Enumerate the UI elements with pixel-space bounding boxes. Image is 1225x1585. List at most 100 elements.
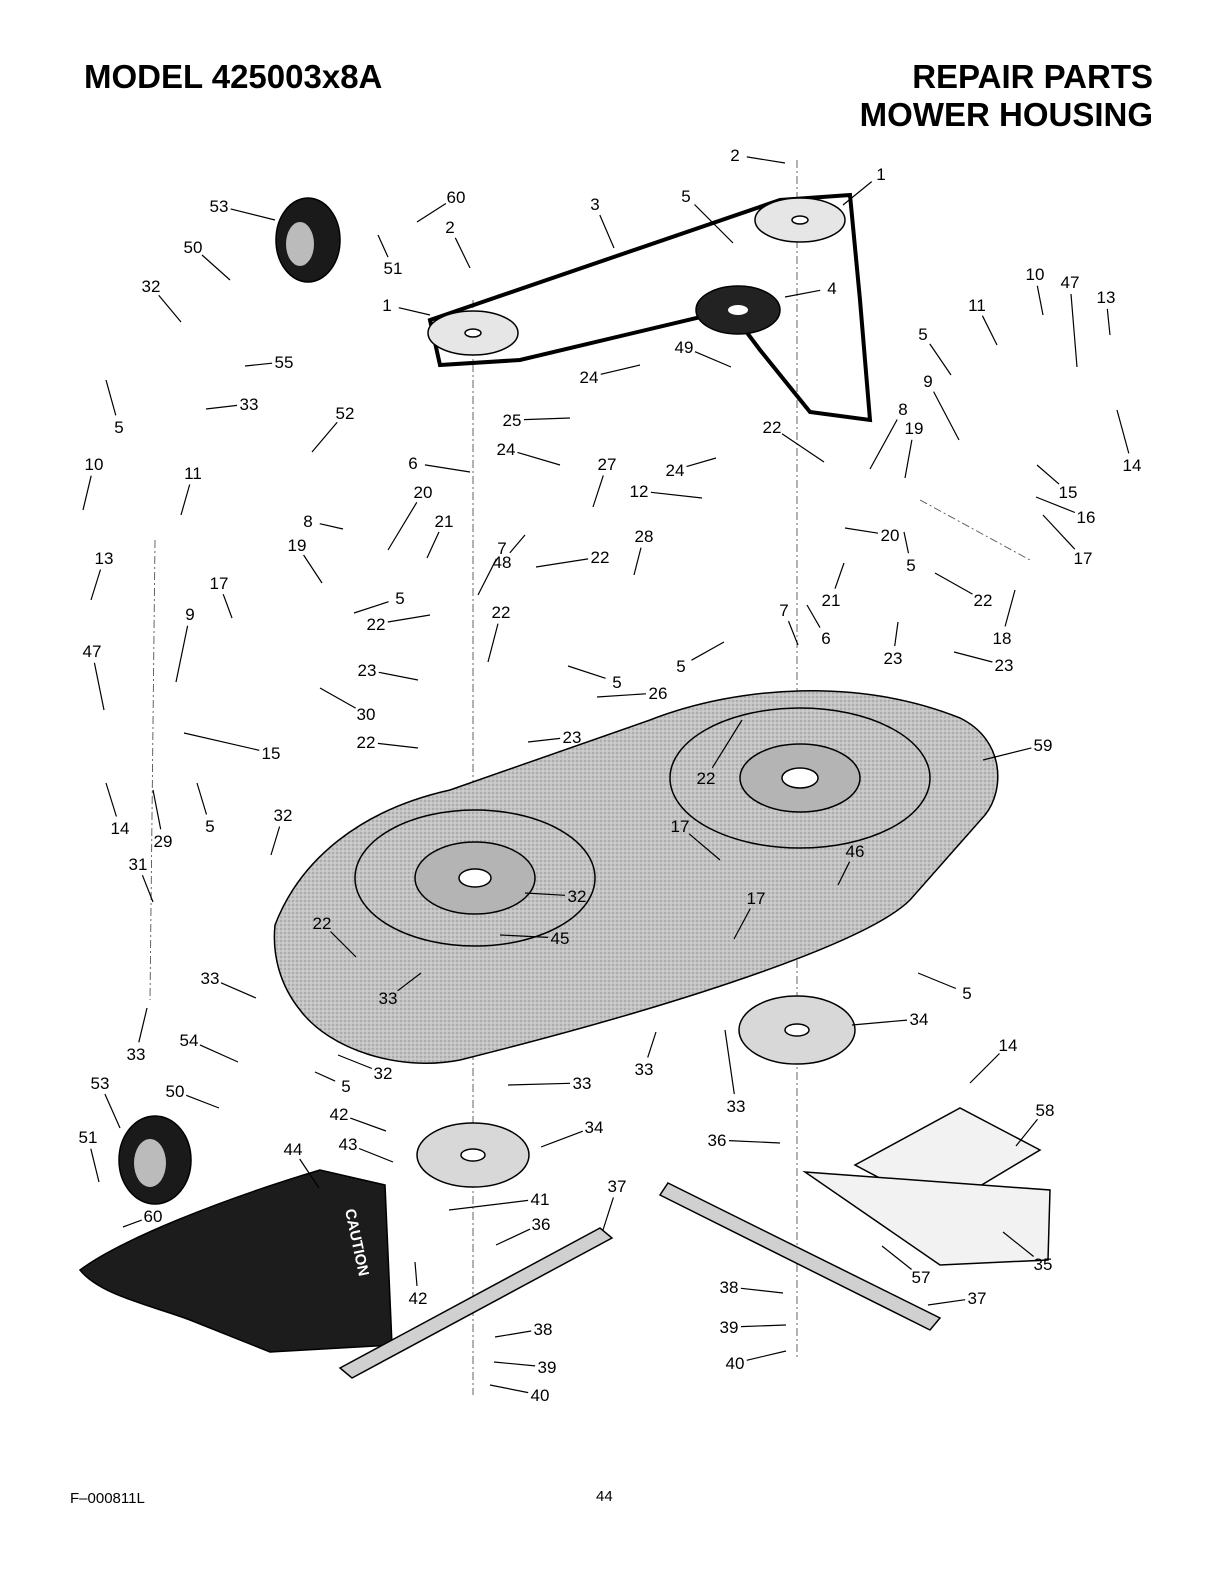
leader-line-53	[230, 208, 276, 221]
callout-5: 5	[395, 589, 404, 608]
callout-1: 1	[876, 165, 885, 184]
callout-20: 20	[414, 483, 433, 502]
leader-line-39	[493, 1361, 536, 1367]
callout-22: 22	[697, 769, 716, 788]
leader-line-37	[602, 1197, 614, 1231]
callout-9: 9	[185, 605, 194, 624]
callout-1: 1	[382, 296, 391, 315]
leader-line-49	[694, 351, 732, 368]
leader-line-39	[740, 1324, 787, 1328]
leader-line-57	[881, 1245, 912, 1270]
callout-50: 50	[166, 1082, 185, 1101]
leader-line-16	[1035, 496, 1076, 514]
leader-line-30	[319, 687, 356, 709]
leader-line-6	[424, 464, 471, 473]
leader-line-7	[477, 558, 498, 596]
leader-line-22	[711, 719, 743, 769]
gauge-wheel-bottom	[118, 1115, 192, 1205]
callout-40: 40	[726, 1354, 745, 1373]
callout-4: 4	[827, 279, 836, 298]
leader-line-26	[596, 693, 647, 698]
callout-10: 10	[85, 455, 104, 474]
callout-24: 24	[666, 461, 685, 480]
callout-32: 32	[274, 806, 293, 825]
callout-17: 17	[210, 574, 229, 593]
callout-33: 33	[727, 1097, 746, 1116]
leader-line-5	[567, 665, 606, 679]
leader-line-36	[728, 1140, 781, 1144]
leader-line-10	[1036, 285, 1044, 316]
callout-11: 11	[184, 464, 202, 483]
callout-39: 39	[720, 1318, 739, 1337]
leader-line-32	[524, 892, 566, 896]
leader-line-33	[647, 1031, 657, 1058]
leader-line-5	[691, 641, 725, 661]
callout-24: 24	[580, 368, 599, 387]
callout-40: 40	[531, 1386, 550, 1405]
leader-line-11	[180, 484, 191, 516]
callout-46: 46	[846, 842, 865, 861]
gauge-wheel-top	[275, 197, 341, 283]
drive-belt-assembly	[427, 192, 873, 423]
leader-line-36	[495, 1228, 531, 1246]
callout-6: 6	[408, 454, 417, 473]
leader-line-14	[969, 1053, 1000, 1084]
callout-21: 21	[822, 591, 841, 610]
callout-23: 23	[995, 656, 1014, 675]
callout-42: 42	[330, 1105, 349, 1124]
leader-line-58	[1015, 1118, 1038, 1147]
callout-18: 18	[993, 629, 1012, 648]
callout-58: 58	[1036, 1101, 1055, 1120]
section-title-repair-parts: REPAIR PARTS	[912, 58, 1153, 95]
leader-line-19	[303, 554, 323, 584]
blade-left	[338, 1227, 614, 1379]
leader-line-47	[1070, 293, 1078, 368]
callout-16: 16	[1077, 508, 1096, 527]
leader-line-59	[982, 747, 1032, 761]
callout-7: 7	[779, 601, 788, 620]
callout-33: 33	[573, 1074, 592, 1093]
leader-line-40	[489, 1384, 529, 1394]
callout-44: 44	[284, 1140, 303, 1159]
page-number: 44	[596, 1488, 613, 1505]
leader-line-38	[740, 1287, 784, 1294]
callout-23: 23	[358, 661, 377, 680]
leader-line-5	[903, 531, 910, 554]
callout-21: 21	[435, 512, 454, 531]
leader-line-24	[600, 364, 641, 375]
leader-line-38	[494, 1330, 532, 1338]
callout-51: 51	[384, 259, 403, 278]
callout-30: 30	[357, 705, 376, 724]
callout-39: 39	[538, 1358, 557, 1377]
callout-26: 26	[649, 684, 668, 703]
leader-line-51	[377, 234, 389, 258]
callout-22: 22	[591, 548, 610, 567]
callout-5: 5	[681, 187, 690, 206]
callout-23: 23	[563, 728, 582, 747]
callout-19: 19	[905, 419, 924, 438]
callout-57: 57	[912, 1268, 931, 1287]
callout-27: 27	[598, 455, 617, 474]
callout-38: 38	[534, 1320, 553, 1339]
callout-17: 17	[1074, 549, 1093, 568]
leader-line-1	[842, 181, 873, 206]
callout-59: 59	[1034, 736, 1053, 755]
callout-22: 22	[974, 591, 993, 610]
leader-line-17	[1042, 514, 1076, 550]
callout-32: 32	[374, 1064, 393, 1083]
callout-14: 14	[999, 1036, 1018, 1055]
leader-line-45	[499, 934, 549, 938]
leader-line-54	[199, 1044, 239, 1063]
leader-line-34	[540, 1130, 584, 1148]
leader-line-40	[746, 1350, 787, 1361]
leader-line-22	[487, 623, 499, 663]
leader-line-14	[105, 782, 117, 817]
callout-32: 32	[142, 277, 161, 296]
leader-line-32	[270, 826, 281, 856]
leader-line-20	[844, 527, 879, 534]
leader-line-23	[894, 621, 899, 647]
leader-line-17	[222, 593, 233, 619]
callout-60: 60	[447, 188, 466, 207]
callout-50: 50	[184, 238, 203, 257]
leader-line-15	[1036, 464, 1060, 485]
